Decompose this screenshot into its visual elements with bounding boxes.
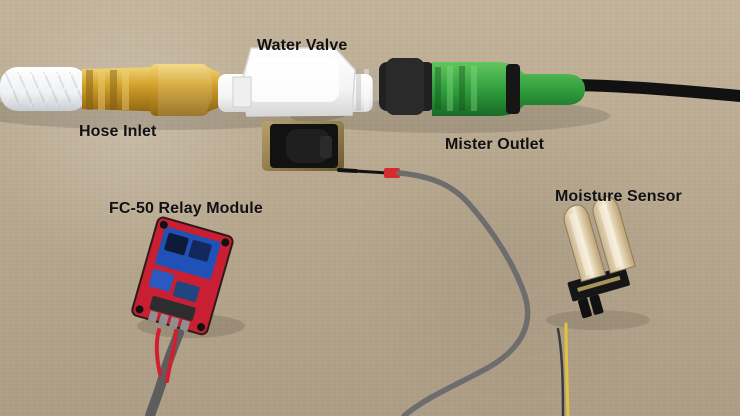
white-hose xyxy=(0,67,88,111)
moisture-sensor xyxy=(563,196,636,319)
label-hose-inlet: Hose Inlet xyxy=(79,123,157,140)
valve-threads xyxy=(356,69,377,111)
red-wire-splice xyxy=(384,168,400,178)
label-moisture-sensor: Moisture Sensor xyxy=(555,188,682,205)
sensor-yellow-wire xyxy=(564,322,570,416)
outlet-ribs xyxy=(435,66,477,111)
label-water-valve: Water Valve xyxy=(257,37,348,54)
relay-module xyxy=(131,216,234,336)
sensor-shadow xyxy=(546,310,650,330)
sensor-dark-wire xyxy=(556,327,565,416)
hose-braid xyxy=(4,71,86,107)
label-relay-module: FC-50 Relay Module xyxy=(109,200,263,217)
brass-nut xyxy=(150,64,208,116)
black-outlet-tube xyxy=(569,79,740,102)
brass-threads xyxy=(86,70,129,110)
label-mister-outlet: Mister Outlet xyxy=(445,136,545,153)
gray-valve-cable xyxy=(396,170,531,416)
